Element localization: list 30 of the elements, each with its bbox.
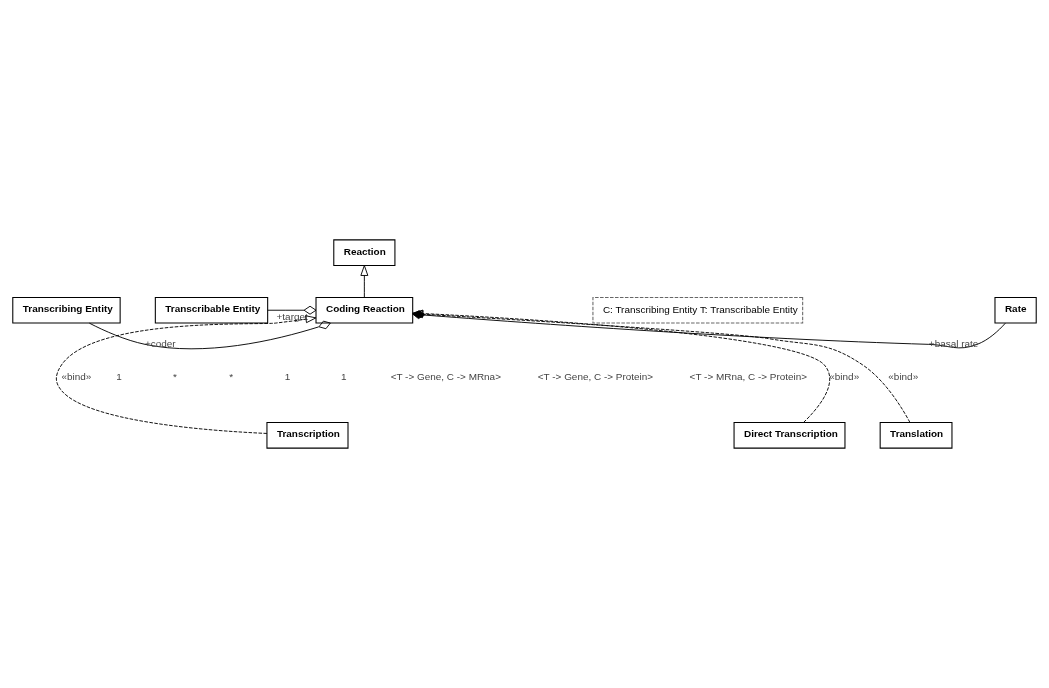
node-box: Rate [994, 296, 1037, 324]
arrow [55, 315, 317, 434]
label: <T -> Gene, C -> Protein> [537, 371, 654, 383]
arrow [360, 265, 369, 298]
node-box: Reaction [333, 239, 396, 266]
connector [267, 305, 317, 315]
connector [88, 320, 331, 350]
edge-label: +basal rate [928, 337, 979, 349]
label: 1 [340, 371, 347, 383]
label: 1 [116, 371, 122, 383]
label: 1 [284, 371, 291, 383]
node-box: Coding Reaction [315, 296, 414, 324]
node-box: Direct Transcription [733, 422, 846, 449]
edge-label: +target [276, 311, 308, 323]
node-box: Transcription [266, 422, 349, 449]
arrow [412, 310, 911, 423]
edge-label: «bind» [829, 371, 860, 383]
connector [412, 310, 1006, 349]
label: <T -> MRna, C -> Protein> [689, 371, 808, 383]
node-box: C: Transcribing Entity T: Transcribable Entity [592, 296, 804, 324]
node-box: Translation [879, 422, 953, 449]
edge-label: «bind» [61, 371, 92, 383]
node-box: Transcribing Entity [12, 296, 121, 324]
arrow [412, 309, 831, 423]
edge-label: +coder [145, 337, 176, 349]
label: * [173, 371, 177, 383]
label: * [229, 371, 234, 383]
node-box: Transcribable Entity [154, 296, 269, 324]
edge-label: «bind» [888, 371, 919, 383]
label: <T -> Gene, C -> MRna> [390, 371, 501, 383]
